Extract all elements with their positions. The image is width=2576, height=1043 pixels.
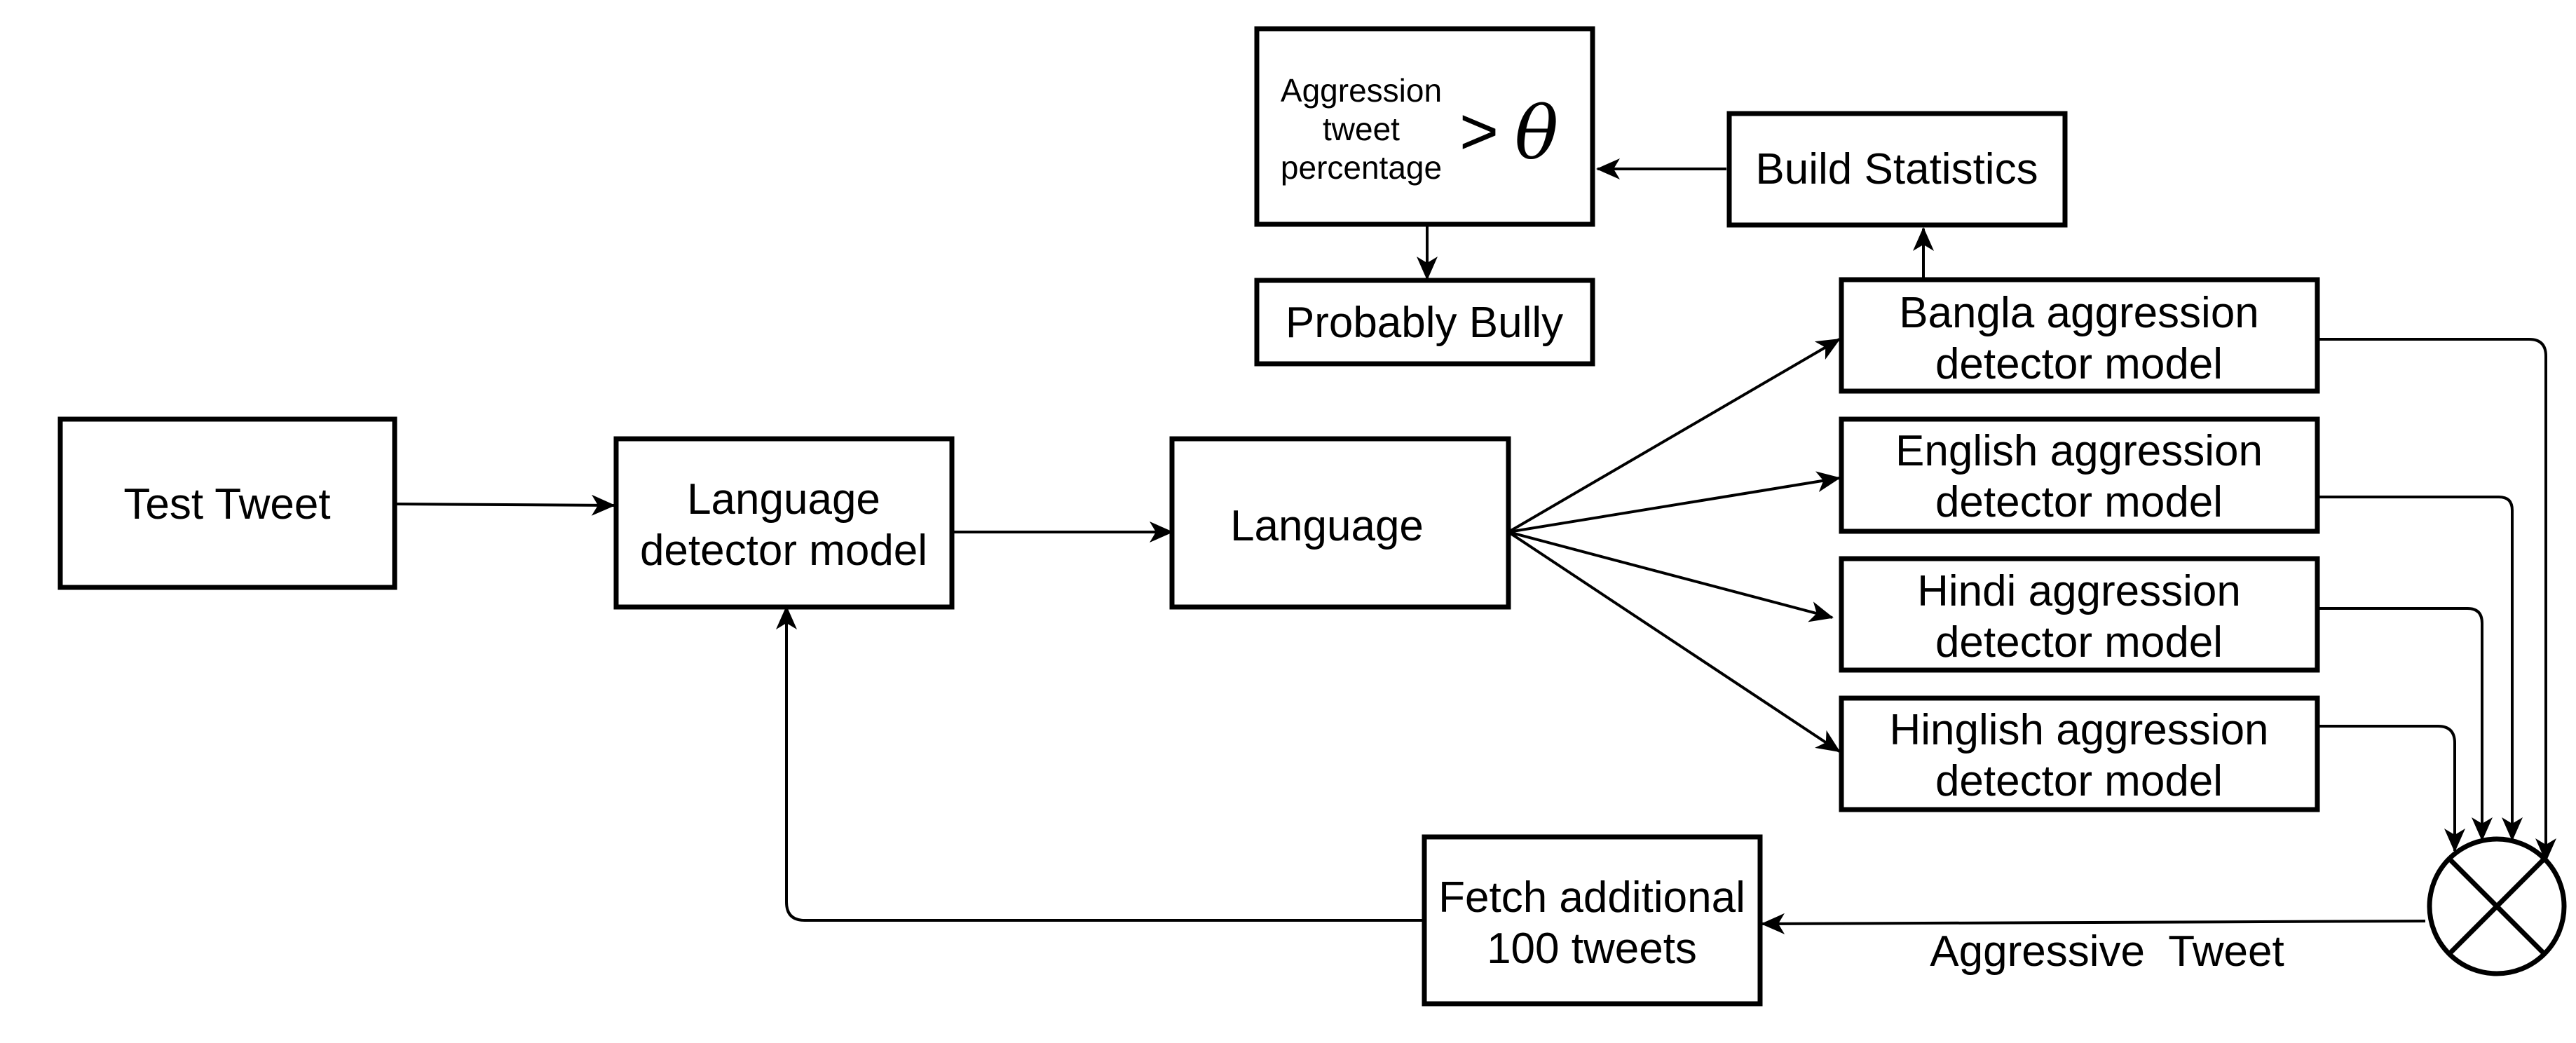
node-fetch-line2: 100 tweets [1487,925,1697,973]
edge-hinglish-to-combiner [2317,725,2465,852]
edge-language-to-english [1508,471,1841,533]
node-threshold: Aggression tweet percentage > θ [1254,26,1595,227]
threshold-operator: > [1459,94,1499,169]
edge-test-to-detector [394,494,615,516]
node-english-line2: detector model [1935,478,2223,526]
edge-language-to-hindi [1508,531,1834,622]
node-bangla-line2: detector model [1935,340,2223,388]
node-language: Language [1169,436,1511,610]
node-hinglish-line2: detector model [1935,757,2223,805]
node-fetch-additional: Fetch additional 100 tweets [1422,834,1763,1007]
node-build-statistics: Build Statistics [1726,111,2068,228]
edge-bangla-to-combiner [2317,338,2556,862]
node-test-tweet-label: Test Tweet [123,480,330,529]
node-hinglish-line1: Hinglish aggression [1889,706,2268,754]
edge-english-to-combiner [2317,496,2523,841]
node-bangla-model: Bangla aggression detector model [1839,277,2320,394]
edge-fetch-to-detector [776,606,1423,922]
node-hindi-model: Hindi aggression detector model [1839,556,2320,673]
node-test-tweet: Test Tweet [57,416,397,590]
node-hindi-line2: detector model [1935,618,2223,667]
node-language-detector-line2: detector model [640,526,927,575]
node-build-statistics-label: Build Statistics [1755,145,2038,193]
threshold-label-line3: percentage [1281,149,1442,186]
node-probably-bully: Probably Bully [1254,278,1595,367]
node-hinglish-model: Hinglish aggression detector model [1839,695,2320,812]
edge-label-aggressive-tweet: Aggressive Tweet [1930,927,2284,976]
theta-symbol: θ [1515,90,1559,176]
edges [394,158,2556,934]
edge-combiner-to-fetch [1761,913,2426,934]
circle-x-icon [2427,836,2567,976]
threshold-label-line1: Aggression [1281,72,1442,109]
node-english-model: English aggression detector model [1839,416,2320,534]
node-language-detector: Language detector model [613,436,955,610]
edge-hindi-to-combiner [2317,607,2493,841]
node-english-line1: English aggression [1895,427,2263,475]
edge-language-to-bangla [1507,338,1841,533]
node-language-detector-line1: Language [687,475,880,524]
edge-language-to-hinglish [1507,531,1841,753]
node-language-label: Language [1230,502,1424,550]
node-fetch-line1: Fetch additional [1438,873,1745,922]
node-hindi-line1: Hindi aggression [1917,567,2241,615]
node-bangla-line1: Bangla aggression [1899,289,2259,337]
node-probably-bully-label: Probably Bully [1286,299,1563,347]
threshold-label-line2: tweet [1323,111,1400,147]
